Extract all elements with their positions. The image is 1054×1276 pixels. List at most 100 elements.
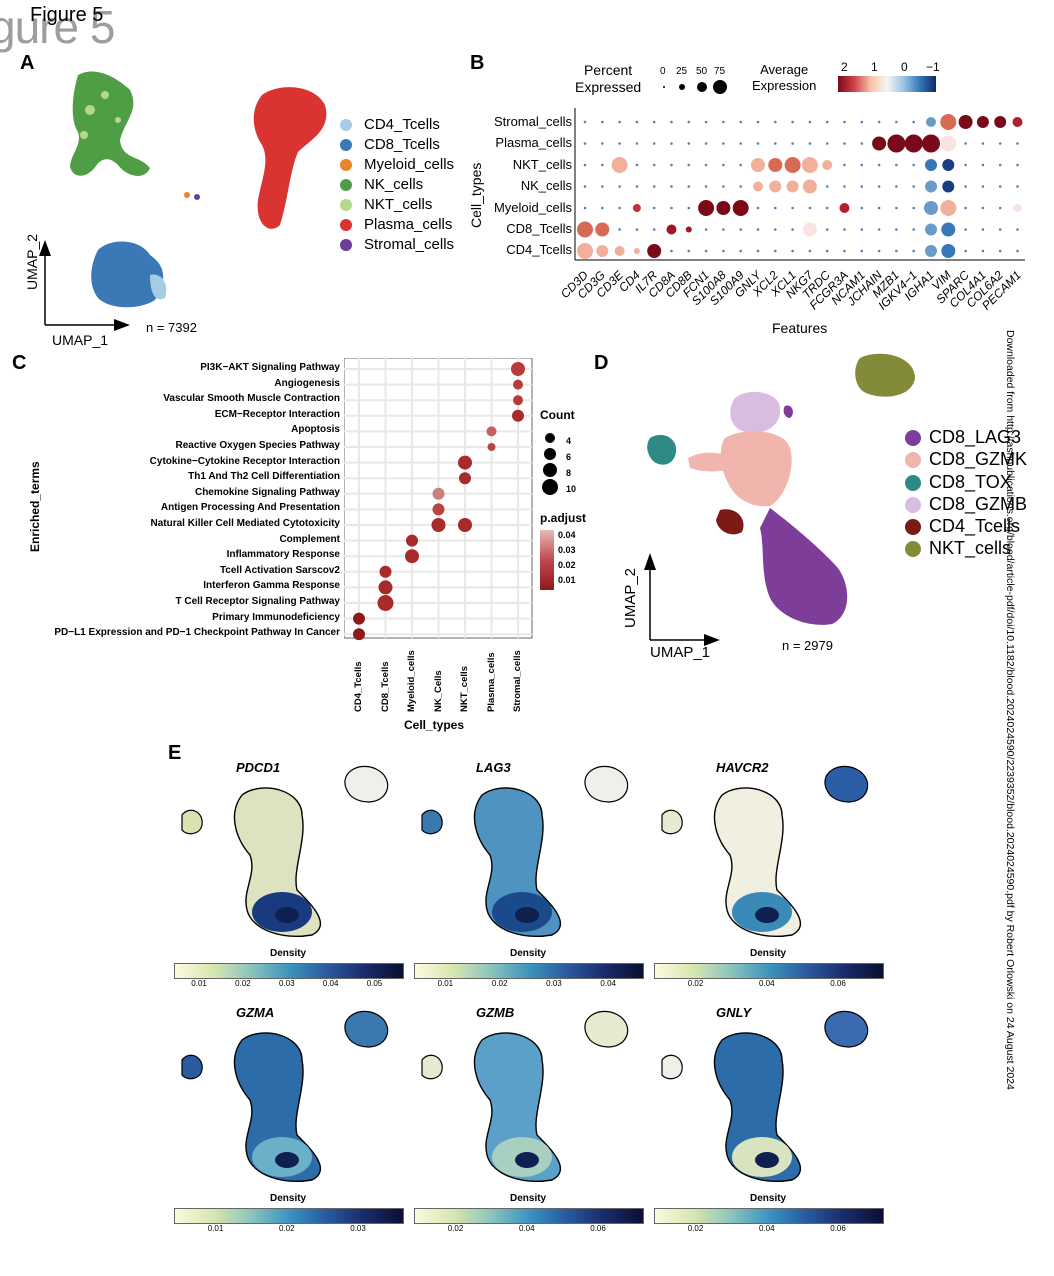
colorbar-tick: 0.02: [447, 1224, 464, 1233]
legend-d-item: CD8_GZMB: [905, 494, 1027, 515]
dotplot-dot: [843, 228, 846, 231]
term-label: Primary Immunodeficiency: [212, 611, 340, 623]
dotplot-dot: [687, 163, 691, 167]
dotplot-dot: [786, 180, 799, 193]
enrichment-dot: [458, 455, 472, 470]
dotplot-dot: [981, 206, 985, 210]
dotplot-dot: [895, 120, 898, 124]
dotplot-dot: [912, 249, 915, 253]
dotplot-dot: [635, 120, 639, 124]
dotplot-dot: [825, 120, 829, 124]
dotplot-dot: [652, 228, 656, 231]
dotplot-dot: [704, 249, 708, 253]
dotplot-dot: [704, 142, 708, 145]
dotplot-dot: [633, 248, 640, 254]
legend-a-item: Stromal_cells: [340, 236, 454, 253]
dotplot-dot: [756, 206, 760, 210]
dotplot-dot: [698, 200, 715, 216]
dotplot-dot: [583, 120, 587, 124]
dotplot-dot: [860, 249, 864, 253]
colorbar-tick: 0.03: [546, 979, 562, 988]
legend-d-item: CD8_TOX: [905, 472, 1012, 493]
density-colorbar: [414, 963, 644, 979]
umap-plot-a: [39, 71, 327, 331]
dotplot-dot: [940, 114, 957, 130]
umap-a-ylabel: UMAP_2: [24, 233, 40, 290]
dotplot-dot: [791, 120, 794, 124]
gene-title: PDCD1: [236, 760, 281, 775]
dotplot-dot: [769, 180, 782, 193]
dotplot-dot: [577, 221, 593, 238]
dotplot-dot: [912, 228, 915, 231]
dotplot-dot: [998, 206, 1002, 210]
dotplot-dot: [825, 142, 829, 145]
dotplot-dot: [801, 157, 818, 173]
count-legend: [542, 433, 558, 495]
dotplot-dot: [670, 249, 673, 253]
dotplot-dot: [739, 163, 742, 167]
dotplot-dot: [601, 206, 604, 210]
legend-a-item: NK_cells: [340, 176, 423, 193]
dotplot-dot: [618, 185, 621, 188]
dotplot-dot: [774, 142, 777, 145]
dotplot-dot: [739, 185, 742, 188]
term-label: PI3K−AKT Signaling Pathway: [200, 362, 340, 373]
enrichment-dot: [353, 628, 365, 640]
colorbar-tick: 0.01: [191, 979, 207, 988]
dotplot-dot: [895, 206, 898, 210]
row-label: CD4_Tcells: [506, 242, 572, 257]
dotplot-dot: [732, 200, 749, 216]
dotplot-dot: [774, 228, 777, 231]
gene-title: GZMA: [236, 1005, 275, 1020]
dotplot-dot: [940, 200, 957, 216]
dotplot-dot: [926, 117, 936, 127]
density-umap: [181, 1010, 389, 1182]
figure-title: Figure 5: [30, 4, 104, 26]
dotplot-ylabel: Cell_types: [468, 162, 484, 228]
dotplot-dot: [601, 163, 604, 167]
dotplot-dot: [843, 163, 846, 167]
term-label: Angiogenesis: [274, 377, 340, 389]
dotplot-dot: [774, 249, 777, 253]
enrichment-dot: [458, 518, 472, 532]
dotplot-dot: [722, 185, 725, 188]
dotplot-dot: [739, 228, 742, 231]
enrichment-dot: [406, 534, 418, 547]
dotplot-dot: [941, 222, 956, 237]
term-label: Reactive Oxygen Species Pathway: [175, 440, 340, 451]
dotplot-dot: [860, 185, 864, 188]
term-label: Vascular Smooth Muscle Contraction: [163, 393, 340, 405]
dotplot-dot: [843, 249, 846, 253]
dotplot-dot: [872, 136, 887, 151]
enrichment-plot-c: [344, 358, 533, 640]
padj-colorbar: [540, 530, 554, 590]
dotplot-dot: [860, 163, 864, 167]
enrichment-dot: [511, 362, 525, 376]
dotplot-dot: [596, 245, 609, 257]
celltype-label: CD8_Tcells: [379, 661, 391, 712]
colorbar-tick: 0.02: [235, 979, 251, 988]
dotplot-dot: [670, 206, 673, 210]
dotplot-dot: [1016, 142, 1019, 145]
panel-label-c: C: [12, 352, 27, 374]
dotplot-dot: [583, 163, 587, 167]
dotplot-dot: [895, 163, 898, 167]
dotplot-dot: [716, 201, 731, 215]
dotplot-dot: [739, 249, 742, 253]
dotplot-dot: [791, 142, 794, 145]
dotplot-dot: [843, 142, 846, 145]
dotplot-dot: [981, 185, 985, 188]
dotplot-dot: [687, 142, 691, 145]
legend-a-item: CD4_Tcells: [340, 116, 440, 133]
dotplot-dot: [877, 185, 881, 188]
dotplot-dot: [670, 120, 673, 124]
dotplot-dot: [687, 206, 691, 210]
dotplot-dot: [922, 134, 940, 153]
dotplot-dot: [964, 185, 967, 188]
dotplot-dot: [981, 228, 985, 231]
dotplot-dot: [784, 157, 801, 173]
dotplot-dot: [976, 116, 989, 128]
dotplot-dot: [942, 180, 955, 193]
dotplot-dot: [756, 249, 760, 253]
